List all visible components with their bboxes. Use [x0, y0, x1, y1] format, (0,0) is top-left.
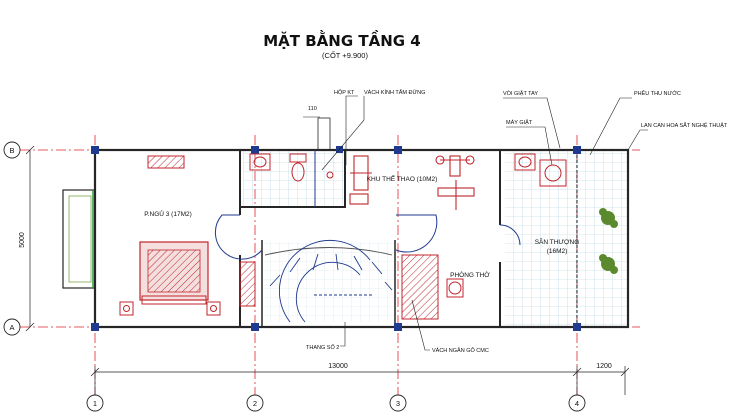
grid-label-2: 2: [253, 399, 257, 408]
nightstands: [119, 301, 221, 316]
laundry-fixtures: [514, 153, 567, 187]
dimension-balcony: 1200: [596, 363, 612, 370]
dimension-total-length: 13000: [328, 363, 348, 370]
bed: [139, 241, 209, 305]
door-swings: [214, 214, 521, 260]
bathroom-floor: [243, 150, 343, 207]
grid-bubble-3: 3: [389, 394, 407, 412]
callout-shaft-dim: 110: [308, 106, 317, 112]
room-label-worship: PHÒNG THỜ: [450, 270, 490, 279]
room-label-terrace-area: (16M2): [547, 248, 568, 255]
dimension-depth: 5000: [19, 232, 26, 248]
grid-bubble-1: 1: [86, 394, 104, 412]
room-label-gym: KHU THỂ THAO (10M2): [367, 174, 438, 183]
callout-glass-partition: VÁCH KÍNH TẤM ĐỨNG: [364, 89, 425, 96]
grid-bubble-4: 4: [568, 394, 586, 412]
altar: [401, 254, 439, 320]
grid-label-1: 1: [93, 399, 97, 408]
shaft-box: [317, 117, 331, 151]
grid-bubble-2: 2: [246, 394, 264, 412]
callout-railing: LAN CAN HOA SẮT NGHỆ THUẬT: [641, 121, 728, 129]
left-balcony: [62, 189, 96, 289]
grid-label-b: B: [9, 146, 14, 155]
callout-washing-machine: MÁY GIẶT: [506, 119, 533, 126]
stair-floor: [262, 242, 395, 322]
bathroom-fixtures: [249, 150, 334, 207]
callout-hop-kt: HỘP KT: [334, 89, 355, 96]
room-label-terrace: SÂN THƯỢNG: [535, 237, 580, 246]
grid-label-3: 3: [396, 399, 400, 408]
gym-equipment: [349, 155, 475, 210]
grid-label-a: A: [9, 323, 14, 332]
callout-stair: THANG SỐ 2: [306, 344, 339, 351]
plant-icon: [599, 208, 618, 274]
side-cabinet: [239, 261, 256, 307]
plan-subtitle: (CỐT +9.900): [322, 50, 368, 60]
grid-label-4: 4: [575, 399, 579, 408]
wardrobe: [147, 155, 185, 169]
spiral-staircase: [264, 239, 393, 323]
grid-bubble-a: A: [3, 318, 21, 336]
room-label-bedroom: P.NGỦ 3 (17M2): [144, 209, 192, 218]
grid-bubble-b: B: [3, 141, 21, 159]
plan-title: MẶT BẰNG TẦNG 4: [263, 29, 421, 50]
callout-drain: PHỄU THU NƯỚC: [634, 90, 681, 97]
dimension-lines: [25, 145, 630, 395]
callout-wood-partition: VÁCH NGĂN GỖ CMC: [432, 347, 489, 354]
worship-table: [446, 278, 464, 298]
callout-faucet: VÒI GIẶT TAY: [503, 90, 538, 97]
callout-leaders: [303, 95, 648, 351]
